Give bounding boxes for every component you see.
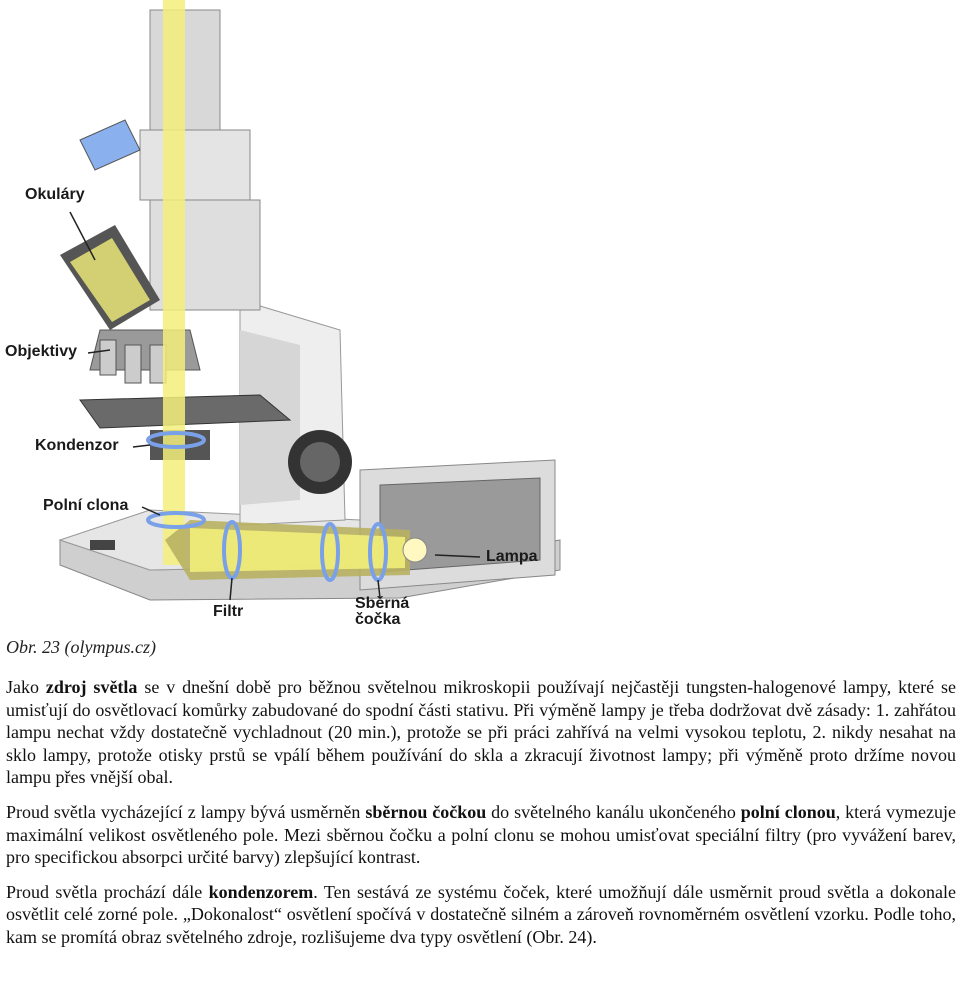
base-button	[90, 540, 115, 550]
term-sberna-cocka: sběrnou čočkou	[365, 802, 486, 822]
label-polni-clona: Polní clona	[43, 497, 128, 515]
lamp-bulb	[403, 538, 427, 562]
paragraph-light-source: Jako zdroj světla se v dnešní době pro b…	[6, 676, 956, 789]
p2-text-a: Proud světla vycházející z lampy bývá us…	[6, 802, 365, 822]
term-polni-clona: polní clonou	[741, 802, 836, 822]
p1-text-a: Jako	[6, 677, 46, 697]
body-text: Jako zdroj světla se v dnešní době pro b…	[6, 676, 956, 961]
label-okulary: Okuláry	[25, 186, 85, 204]
focus-knob-inner	[300, 442, 340, 482]
label-sberna-line2: čočka	[355, 611, 400, 628]
label-kondenzor: Kondenzor	[35, 437, 119, 455]
microscope-illustration	[0, 0, 580, 630]
p2-text-c: do světelného kanálu ukončeného	[486, 802, 741, 822]
label-objektivy: Objektivy	[5, 343, 77, 361]
microscope-head	[140, 130, 250, 200]
term-kondenzor: kondenzorem	[209, 882, 314, 902]
paragraph-collector-lens: Proud světla vycházející z lampy bývá us…	[6, 801, 956, 869]
p1-text-c: se v dnešní době pro běžnou světelnou mi…	[6, 677, 956, 787]
figure-caption: Obr. 23 (olympus.cz)	[6, 637, 156, 658]
paragraph-condenser: Proud světla prochází dále kondenzorem. …	[6, 881, 956, 949]
label-filtr: Filtr	[213, 603, 243, 621]
label-lampa: Lampa	[486, 548, 538, 566]
objective-1	[100, 340, 116, 375]
leader-kondenzor	[133, 445, 150, 447]
microscope-figure: Okuláry Objektivy Kondenzor Polní clona …	[0, 0, 580, 630]
p3-text-a: Proud světla prochází dále	[6, 882, 209, 902]
light-beam-vertical	[163, 0, 185, 565]
label-sberna-line1: Sběrná	[355, 595, 409, 612]
term-zdroj-svetla: zdroj světla	[46, 677, 138, 697]
objective-2	[125, 345, 141, 383]
side-eyepiece	[80, 120, 140, 170]
